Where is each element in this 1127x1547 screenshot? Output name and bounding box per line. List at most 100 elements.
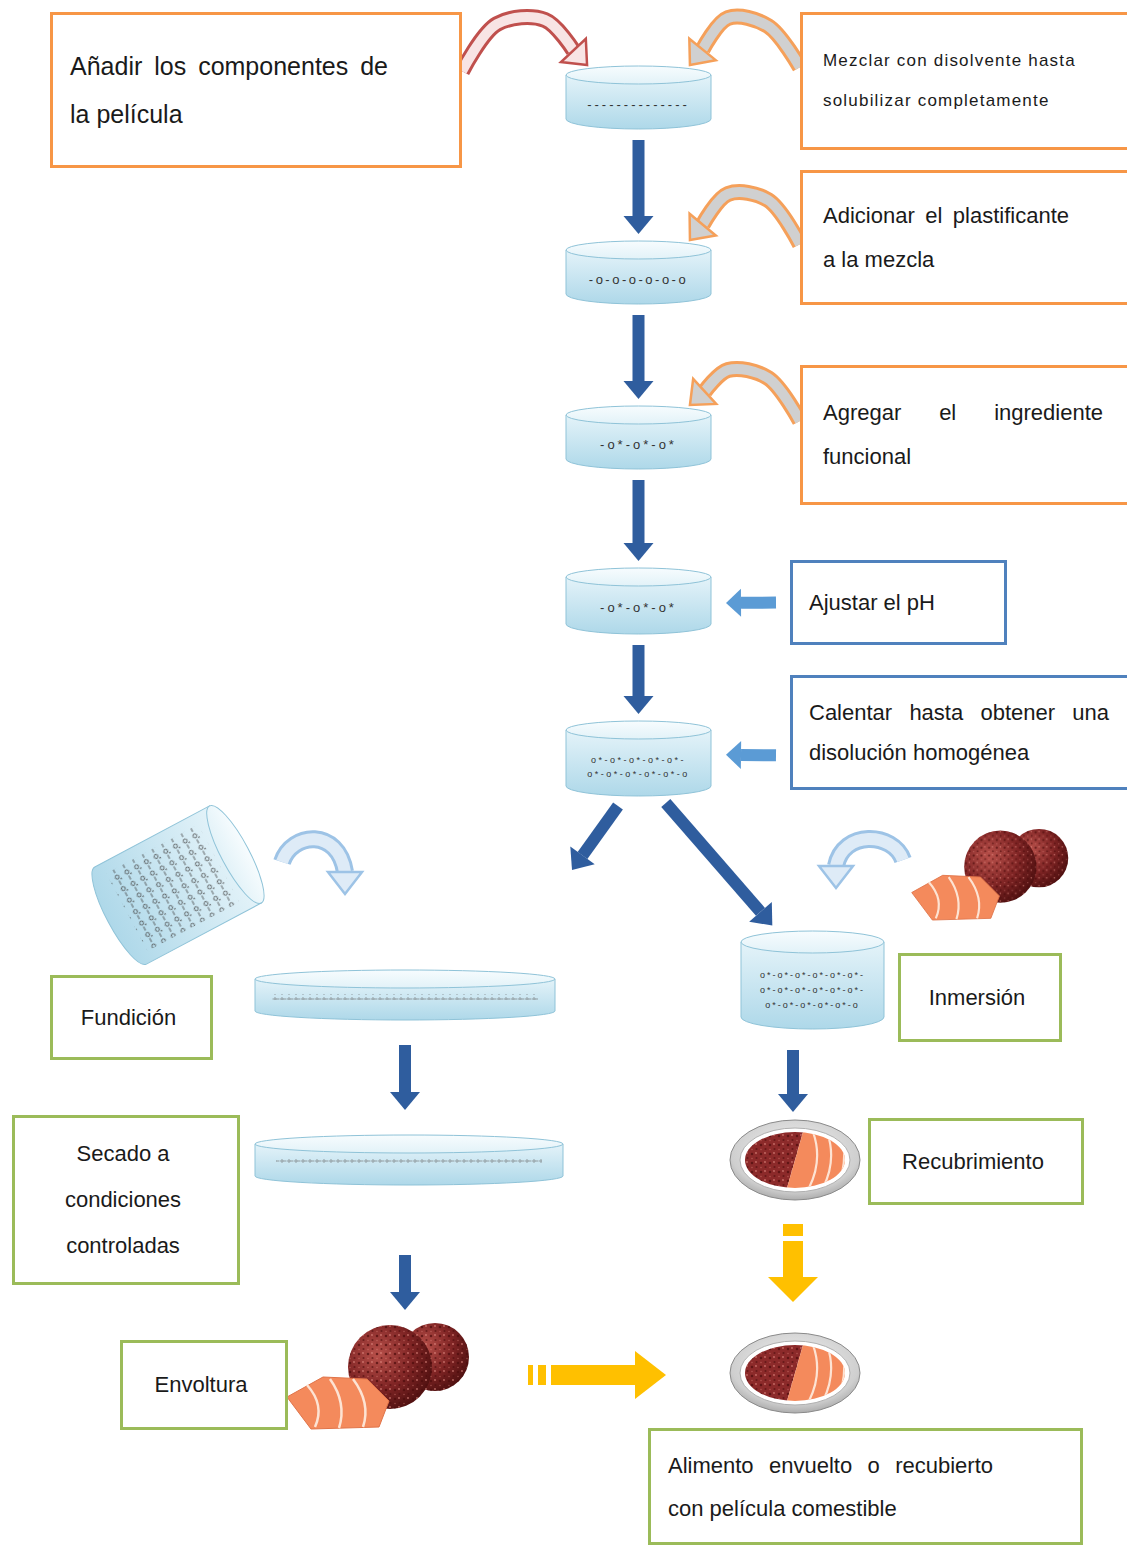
step-box: Inmersión <box>898 953 1062 1042</box>
dish-pattern-text: -------------- <box>587 97 690 113</box>
gold-arrow-stub <box>783 1224 803 1236</box>
arrow-head <box>690 379 716 405</box>
flow-connector <box>726 589 776 617</box>
split-arrow-head <box>570 847 594 870</box>
dish-shape <box>740 930 885 1030</box>
pouring-beaker <box>82 799 273 970</box>
dish-node: -o-o-o-o-o-o <box>565 240 712 305</box>
pour-arrow <box>282 839 345 872</box>
arrow-head <box>689 39 715 65</box>
meat-and-salmon <box>912 829 1069 920</box>
gold-arrow-head <box>768 1277 818 1302</box>
dip-arrow-head <box>819 866 853 888</box>
step-box: Adicionar el plastificante a la mezcla <box>800 170 1127 305</box>
dish-rim <box>566 568 711 586</box>
gold-arrow-stub <box>528 1365 533 1385</box>
gold-arrow <box>551 1365 635 1385</box>
meat-and-salmon <box>287 1323 469 1429</box>
dish-pattern-text: -o*-o*-o* <box>600 437 677 453</box>
dish-body <box>566 730 711 796</box>
film-layer <box>272 994 538 1000</box>
connector-fill <box>703 17 800 68</box>
step-box: Mezclar con disolvente hasta solubilizar… <box>800 12 1127 150</box>
flow-connector <box>726 741 776 769</box>
step-text: Envoltura <box>155 1370 248 1400</box>
arrow-head <box>749 902 772 925</box>
flow-connector <box>624 315 654 399</box>
dish-rim <box>566 406 711 424</box>
connector-fill <box>705 369 800 421</box>
step-text: Secado a condiciones controladas <box>33 1131 213 1269</box>
dish-pattern-text: o*-o*-o*-o*-o*-o <box>587 767 690 781</box>
connector-line <box>703 17 800 68</box>
step-box: Envoltura <box>120 1340 288 1430</box>
casting-pan <box>255 970 555 1020</box>
arrow-head <box>726 589 741 617</box>
dish-rim <box>566 66 711 84</box>
dip-arrow <box>836 839 903 866</box>
arrow-head <box>690 214 716 240</box>
arrow-head <box>561 39 587 65</box>
flow-connector <box>462 17 587 71</box>
connector-line <box>666 803 761 912</box>
step-box: Fundición <box>50 975 213 1060</box>
step-text: Inmersión <box>929 983 1026 1013</box>
flow-connector <box>624 140 654 234</box>
step-box: Añadir los componentes de la película <box>50 12 462 168</box>
film-layer <box>276 1159 542 1165</box>
step-text: Agregar el ingrediente funcional <box>823 391 1103 479</box>
flow-connector <box>624 480 654 561</box>
step-box: Recubrimiento <box>868 1118 1084 1205</box>
connector-line <box>633 315 645 381</box>
step-box: Alimento envuelto o recubierto con pelíc… <box>648 1428 1083 1545</box>
step-text: Adicionar el plastificante a la mezcla <box>823 194 1069 282</box>
connector-fill <box>462 17 573 71</box>
step-box: Ajustar el pH <box>790 560 1007 645</box>
flow-connector <box>624 645 654 714</box>
connector-line <box>633 140 645 216</box>
pan-rim <box>255 1135 563 1153</box>
coated-food-plate <box>730 1120 860 1200</box>
flow-arrow-head <box>390 1092 420 1110</box>
pour-arrow <box>282 839 345 872</box>
arrow-head <box>624 216 654 234</box>
dish-node: -o*-o*-o* <box>565 567 712 635</box>
dish-pattern-text: -o-o-o-o-o-o <box>589 272 688 288</box>
step-box: Agregar el ingrediente funcional <box>800 365 1127 505</box>
connector-line <box>703 192 800 244</box>
gold-arrow-head <box>635 1351 666 1399</box>
gold-arrow <box>783 1241 803 1277</box>
dish-node: -o*-o*-o* <box>565 405 712 470</box>
dish-pattern-text: o*-o*-o*-o*-o*-o*- <box>760 968 865 983</box>
flow-arrow-head <box>390 1292 420 1310</box>
dish-body <box>741 942 884 1029</box>
solution-pattern <box>106 825 239 952</box>
drying-pan <box>255 1135 563 1185</box>
step-text: Calentar hasta obtener una disolución ho… <box>809 693 1109 773</box>
split-arrow <box>583 806 619 855</box>
step-text: Alimento envuelto o recubierto con pelíc… <box>668 1444 993 1530</box>
flow-arrow <box>399 1045 411 1092</box>
step-box: Calentar hasta obtener una disolución ho… <box>790 675 1127 790</box>
arrow-head <box>624 543 654 561</box>
dish-pattern-text: -o*-o*-o* <box>600 600 677 616</box>
flow-connector <box>689 17 800 68</box>
pour-arrow-head <box>328 872 362 894</box>
flow-arrow-head <box>778 1094 808 1112</box>
flow-arrow <box>787 1050 799 1094</box>
connector-line <box>633 645 645 696</box>
pan-rim <box>255 970 555 988</box>
connector-line <box>462 17 573 71</box>
step-text: Recubrimiento <box>902 1147 1044 1177</box>
step-text: Fundición <box>81 1003 176 1033</box>
dish-rim <box>566 721 711 739</box>
final-food-plate <box>730 1333 860 1413</box>
dish-node: o*-o*-o*-o*-o*-o*-o*-o*-o*-o*-o <box>565 720 712 797</box>
flow-arrow <box>399 1255 411 1292</box>
connector-line <box>741 749 776 761</box>
arrow-head <box>624 696 654 714</box>
step-text: Ajustar el pH <box>809 588 935 618</box>
step-text: Mezclar con disolvente hasta solubilizar… <box>823 41 1098 121</box>
